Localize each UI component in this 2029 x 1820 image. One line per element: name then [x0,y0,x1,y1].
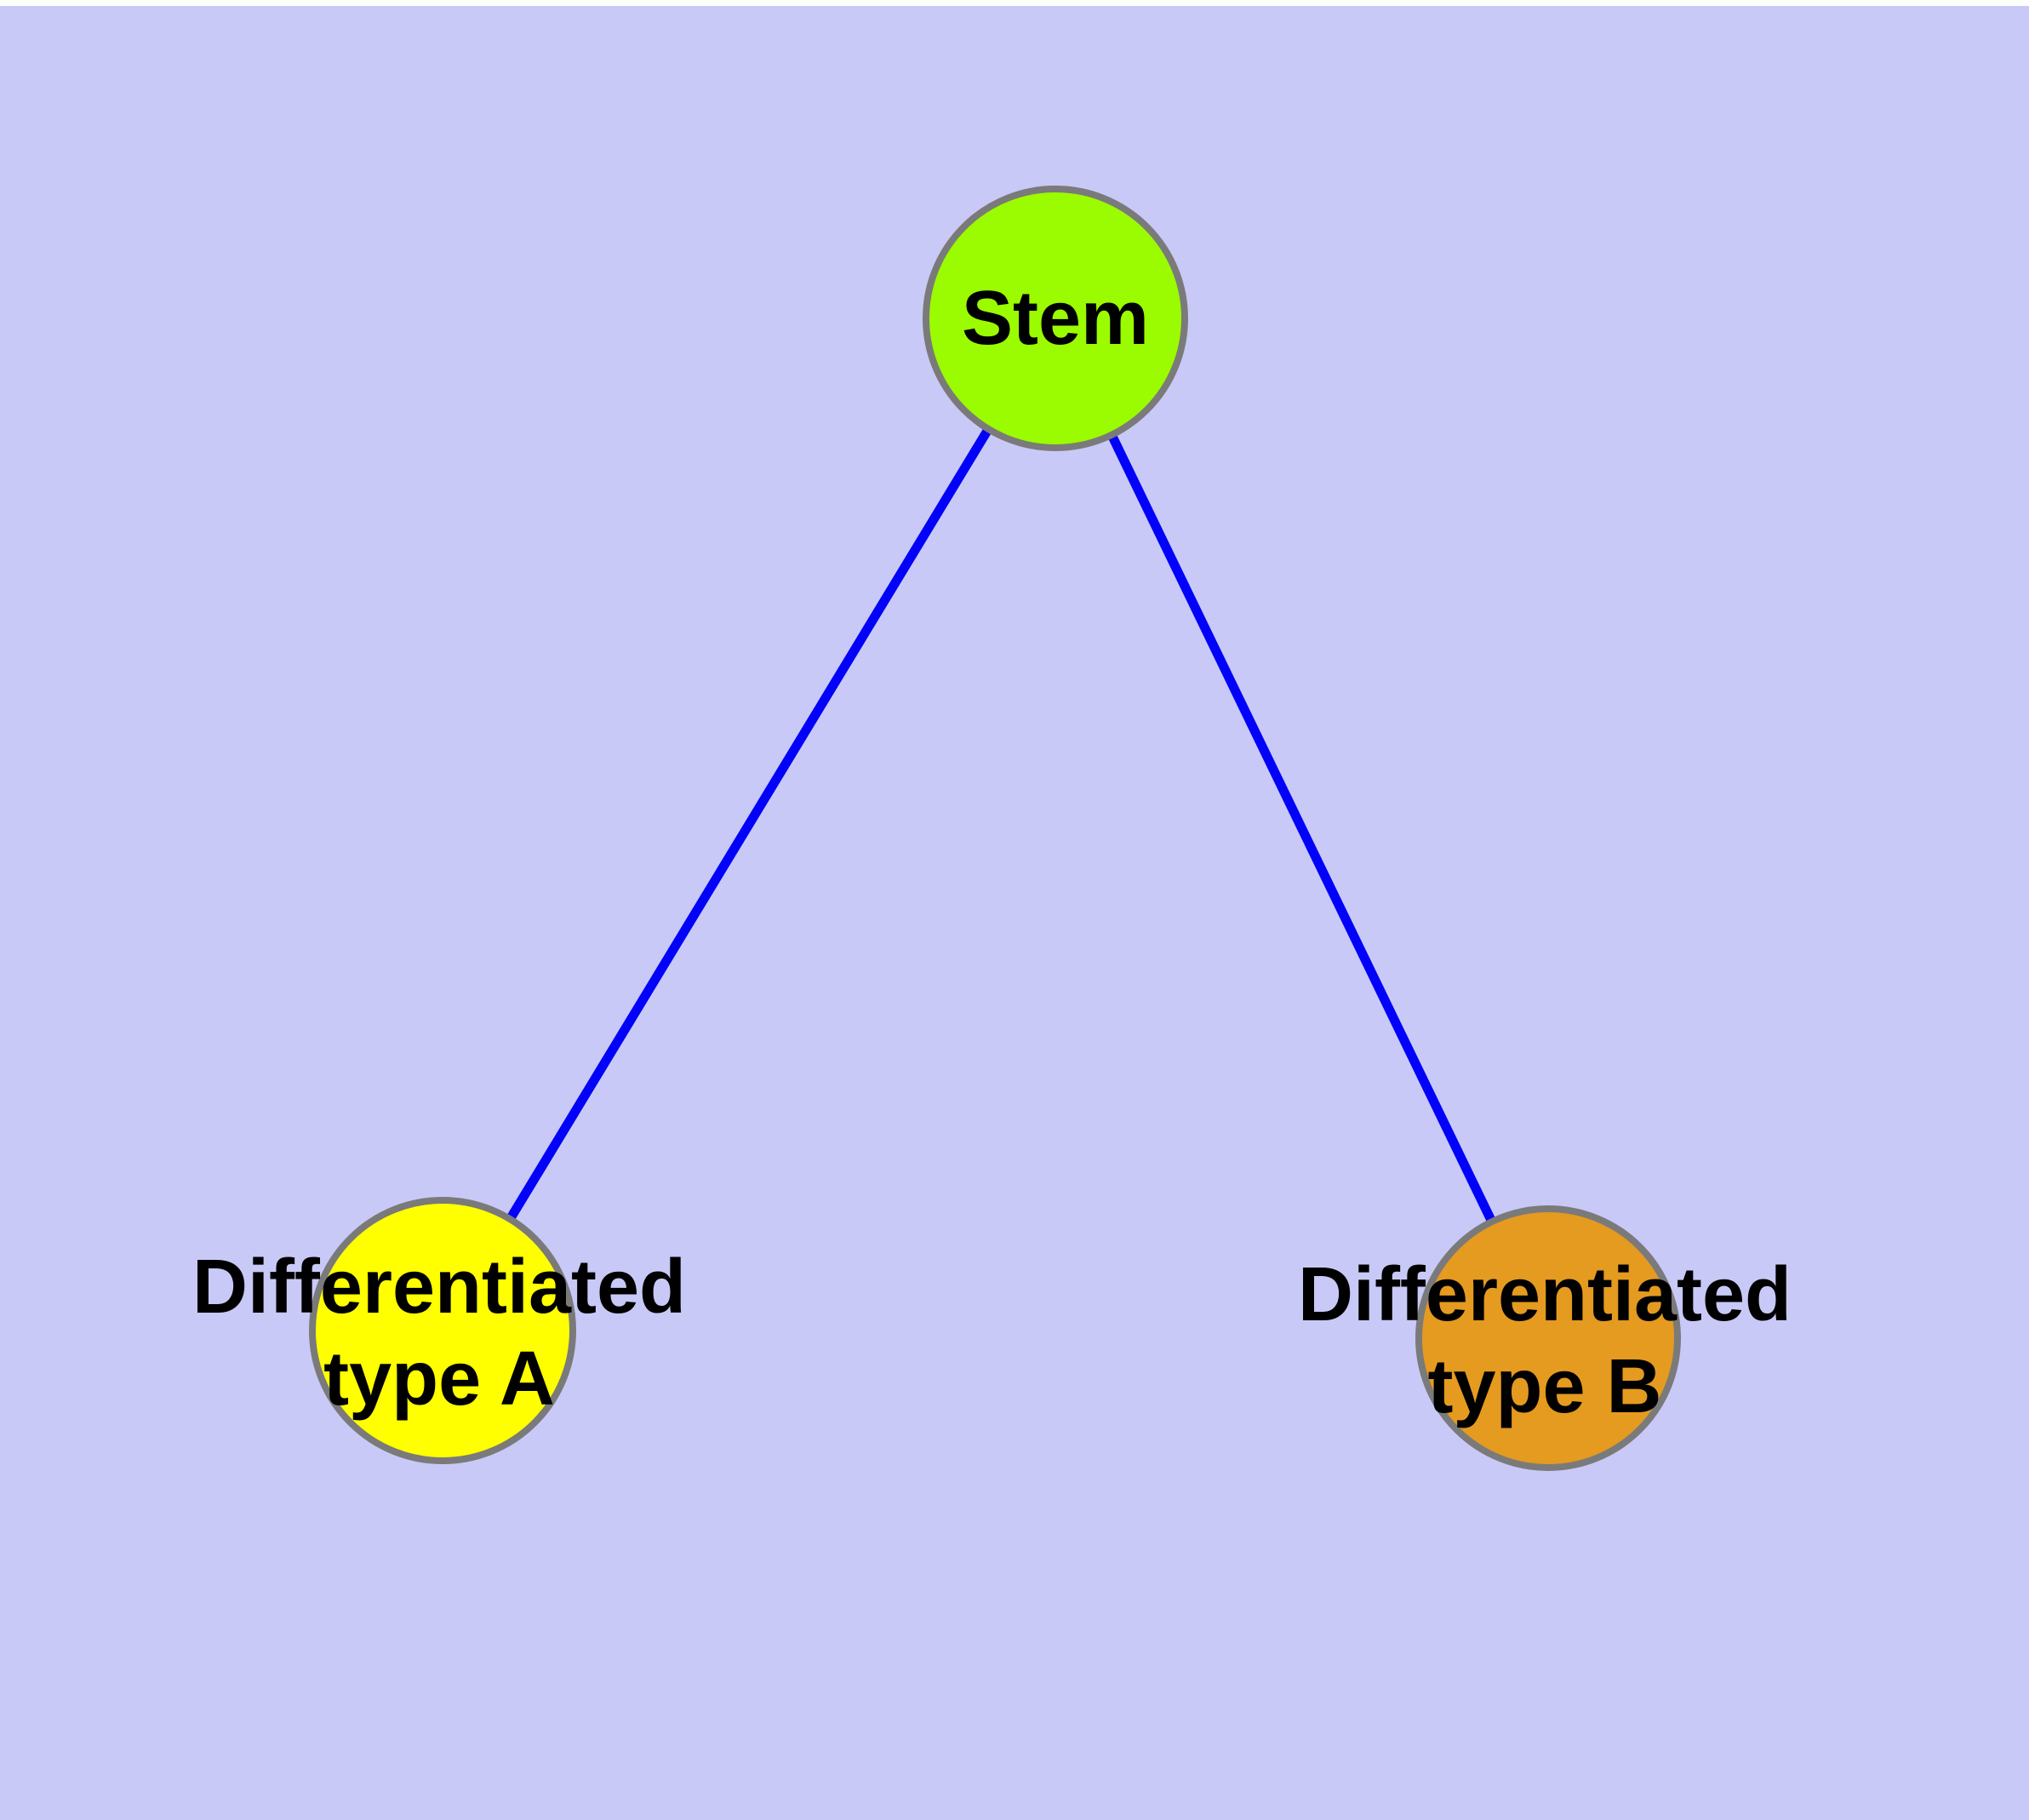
node-differentiated-type-b [1415,1205,1681,1471]
node-stem-label: Stem [962,276,1149,361]
edge-stem-to-typeB [1051,316,1552,1341]
edge-stem-to-typeA [438,316,1060,1333]
node-differentiated-type-a [309,1197,576,1464]
node-type-a-label-line1: Differentiated [192,1245,686,1330]
node-type-b-label-line2: type B [1427,1344,1661,1429]
node-type-a-label-line2: type A [323,1336,555,1422]
node-type-b-label-line1: Differentiated [1298,1252,1792,1337]
node-stem [923,186,1188,451]
